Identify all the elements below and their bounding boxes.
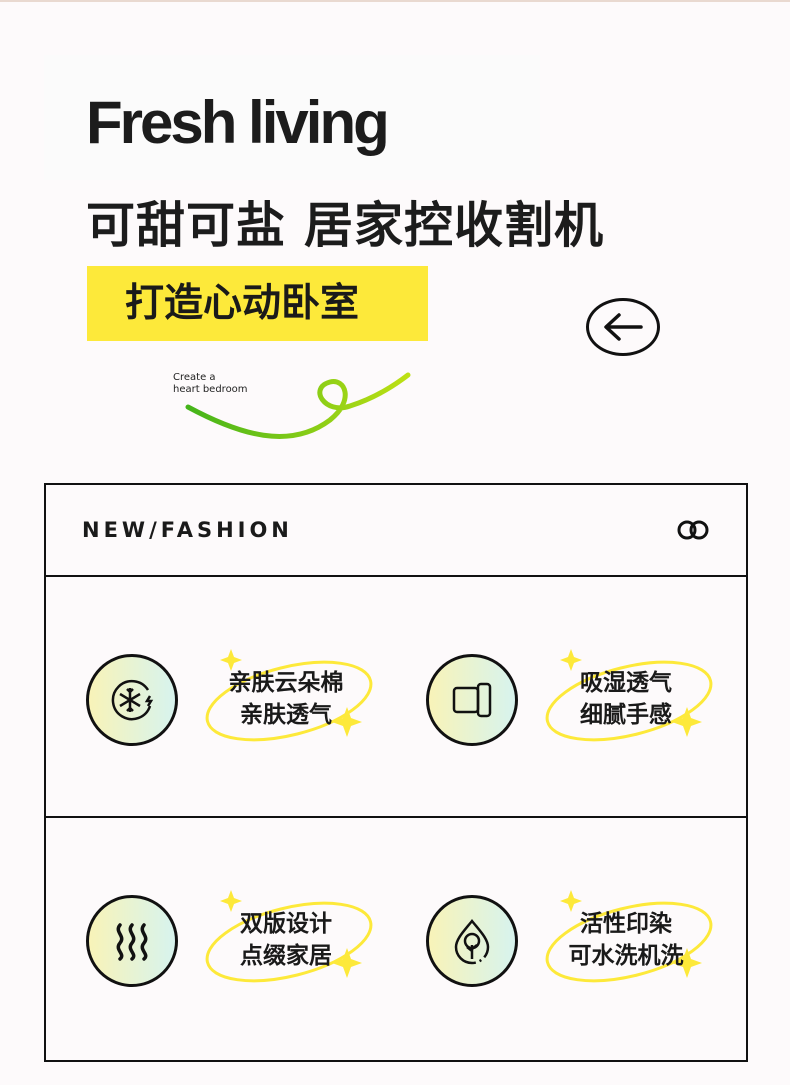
feature-line2: 点缀家居	[240, 943, 332, 969]
green-swirl-decoration	[185, 372, 411, 439]
feature-row: 亲肤云朵棉亲肤透气 吸湿透气细腻手感	[46, 577, 746, 818]
feature-line2: 亲肤透气	[240, 702, 332, 728]
feature-item: 活性印染可水洗机洗	[386, 818, 726, 1059]
linked-rings-icon	[677, 520, 709, 540]
title-english: Fresh living	[86, 89, 390, 156]
feature-line1: 双版设计	[240, 911, 332, 937]
snowflake-icon	[111, 679, 154, 721]
feature-icon-circle	[86, 895, 178, 987]
hero-backdrop	[44, 55, 540, 180]
back-arrow-button[interactable]	[586, 298, 660, 356]
panel-title: NEW/FASHION	[82, 518, 293, 542]
feature-icon-circle	[426, 895, 518, 987]
feature-line2: 细腻手感	[580, 702, 672, 728]
feature-tag: 活性印染可水洗机洗	[541, 880, 721, 1000]
feature-item: 双版设计点缀家居	[46, 818, 386, 1059]
top-divider	[0, 0, 790, 2]
title-chinese: 可甜可盐 居家控收割机	[86, 197, 605, 254]
feature-line1: 亲肤云朵棉	[228, 670, 344, 696]
feature-row: 双版设计点缀家居 活性印染可水洗机洗	[46, 818, 746, 1059]
features-panel: NEW/FASHION 亲肤云朵棉亲肤透气 吸湿透气细腻手感	[44, 483, 748, 1062]
highlight-banner: 打造心动卧室	[87, 266, 428, 341]
feature-tag: 双版设计点缀家居	[201, 880, 381, 1000]
feature-tag: 亲肤云朵棉亲肤透气	[201, 639, 381, 759]
panels-icon	[452, 682, 492, 718]
water-drop-tree-icon	[454, 918, 490, 965]
feature-line1: 吸湿透气	[580, 670, 672, 696]
feature-item: 亲肤云朵棉亲肤透气	[46, 577, 386, 816]
heat-waves-icon	[116, 923, 148, 961]
feature-tag: 吸湿透气细腻手感	[541, 639, 721, 759]
feature-icon-circle	[426, 654, 518, 746]
feature-item: 吸湿透气细腻手感	[386, 577, 726, 816]
subtitle-line2: heart bedroom	[173, 384, 248, 395]
subtitle: Create a heart bedroom	[173, 372, 248, 396]
feature-line1: 活性印染	[580, 911, 672, 937]
panel-header: NEW/FASHION	[46, 485, 746, 577]
feature-icon-circle	[86, 654, 178, 746]
subtitle-line1: Create a	[173, 372, 216, 383]
arrow-left-icon	[604, 313, 643, 341]
feature-line2: 可水洗机洗	[568, 943, 684, 969]
